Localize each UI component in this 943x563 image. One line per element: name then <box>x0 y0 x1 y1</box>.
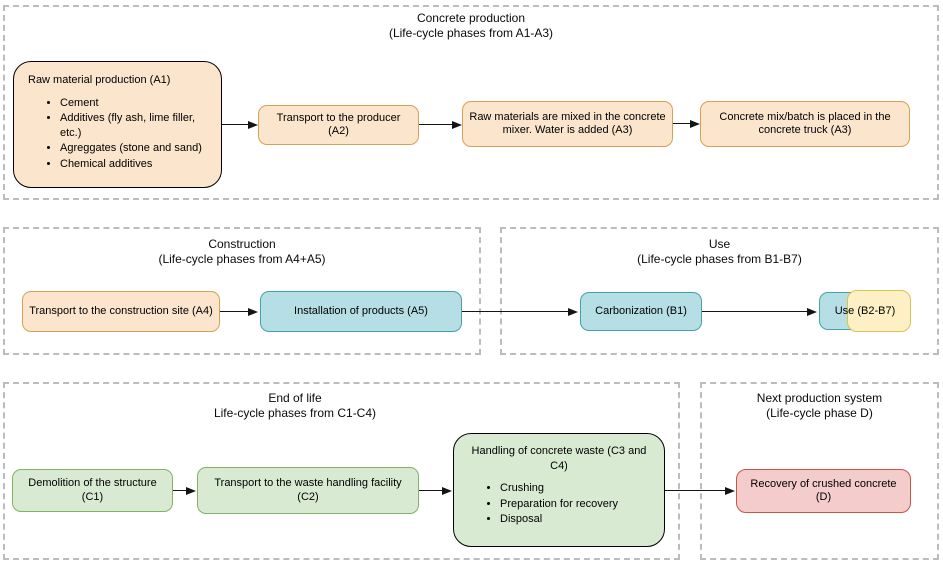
node-label: Recovery of crushed concrete (D) <box>750 477 897 504</box>
arrow-c3-to-d <box>665 487 735 495</box>
arrow-a3-to-truck <box>673 120 700 128</box>
node-transport-site-a4[interactable]: Transport to the construction site (A4) <box>22 291 220 332</box>
node-transport-waste-c2[interactable]: Transport to the waste handling facility… <box>197 467 419 514</box>
node-label: Transport to the waste handling facility… <box>214 477 402 503</box>
panel-concrete-production <box>3 5 939 200</box>
arrow-a4-to-a5 <box>220 308 258 316</box>
subtitle-line: (Life-cycle phases from A4+A5) <box>158 252 326 266</box>
node-title: Raw material production (A1) <box>28 74 171 86</box>
bullet-item: Agreggates (stone and sand) <box>60 141 215 156</box>
panel-end-of-life <box>3 382 680 560</box>
arrow-c1-to-c2 <box>173 487 196 495</box>
bullet-item: Additives (fly ash, lime filler, etc.) <box>60 111 215 140</box>
bullet-item: Preparation for recovery <box>500 497 658 512</box>
node-label: Transport to the construction site (A4) <box>29 304 213 317</box>
node-label: Carbonization (B1) <box>595 304 687 317</box>
arrow-a2-to-a3 <box>419 121 462 129</box>
arrow-a5-to-b1 <box>462 308 578 316</box>
arrow-c2-to-c3 <box>419 487 452 495</box>
title-line: Construction <box>208 237 276 251</box>
subtitle-line: (Life-cycle phases from B1-B7) <box>637 252 802 266</box>
node-use-b2-b7[interactable]: Use (B2-B7) <box>819 290 911 332</box>
subtitle-line: Life-cycle phases from C1-C4) <box>213 406 377 420</box>
panel-construction <box>3 227 481 355</box>
title-line: Concrete production <box>416 11 526 25</box>
arrow-a1-to-a2 <box>222 121 258 129</box>
title-line: Use <box>708 237 731 251</box>
node-label: Demolition of the structure (C1) <box>28 477 157 503</box>
node-raw-material-a1[interactable]: Raw material production (A1) Cement Addi… <box>13 61 222 188</box>
node-title: Handling of concrete waste (C3 and C4) <box>471 445 647 472</box>
node-installation-a5[interactable]: Installation of products (A5) <box>260 291 462 332</box>
title-line: End of life <box>268 391 322 405</box>
title-next-production: Next production system (Life-cycle phase… <box>700 391 939 421</box>
node-handling-c3-c4[interactable]: Handling of concrete waste (C3 and C4) C… <box>453 433 665 547</box>
bullet-item: Chemical additives <box>60 157 215 172</box>
panel-next-production <box>700 382 939 560</box>
title-line: Next production system <box>756 391 883 405</box>
bullet-item: Disposal <box>500 512 658 527</box>
node-transport-producer-a2[interactable]: Transport to the producer (A2) <box>258 105 419 145</box>
bullet-item: Cement <box>60 96 215 111</box>
panel-use <box>500 227 939 355</box>
node-label: Use (B2-B7) <box>834 305 896 317</box>
subtitle-line: (Life-cycle phase D) <box>766 406 873 420</box>
title-concrete-production: Concrete production (Life-cycle phases f… <box>3 11 939 41</box>
bullet-list: Cement Additives (fly ash, lime filler, … <box>14 96 221 172</box>
node-label: Raw materials are mixed in the concrete … <box>469 110 666 137</box>
arrow-b1-to-use <box>702 308 817 316</box>
node-label: Concrete mix/batch is placed in the conc… <box>719 110 891 137</box>
bullet-item: Crushing <box>500 481 658 496</box>
node-demolition-c1[interactable]: Demolition of the structure (C1) <box>12 469 173 512</box>
node-carbonization-b1[interactable]: Carbonization (B1) <box>580 292 702 331</box>
node-label: Transport to the producer (A2) <box>276 111 401 138</box>
use-yellow-shape <box>847 290 911 332</box>
node-mixing-a3[interactable]: Raw materials are mixed in the concrete … <box>462 101 673 147</box>
title-end-of-life: End of life Life-cycle phases from C1-C4… <box>5 391 585 421</box>
node-concrete-truck-a3[interactable]: Concrete mix/batch is placed in the conc… <box>700 101 910 147</box>
bullet-list: Crushing Preparation for recovery Dispos… <box>454 481 664 527</box>
node-label: Installation of products (A5) <box>294 304 428 317</box>
title-construction: Construction (Life-cycle phases from A4+… <box>3 237 481 267</box>
title-use: Use (Life-cycle phases from B1-B7) <box>500 237 939 267</box>
node-recovery-d[interactable]: Recovery of crushed concrete (D) <box>736 469 911 513</box>
subtitle-line: (Life-cycle phases from A1-A3) <box>388 26 554 40</box>
